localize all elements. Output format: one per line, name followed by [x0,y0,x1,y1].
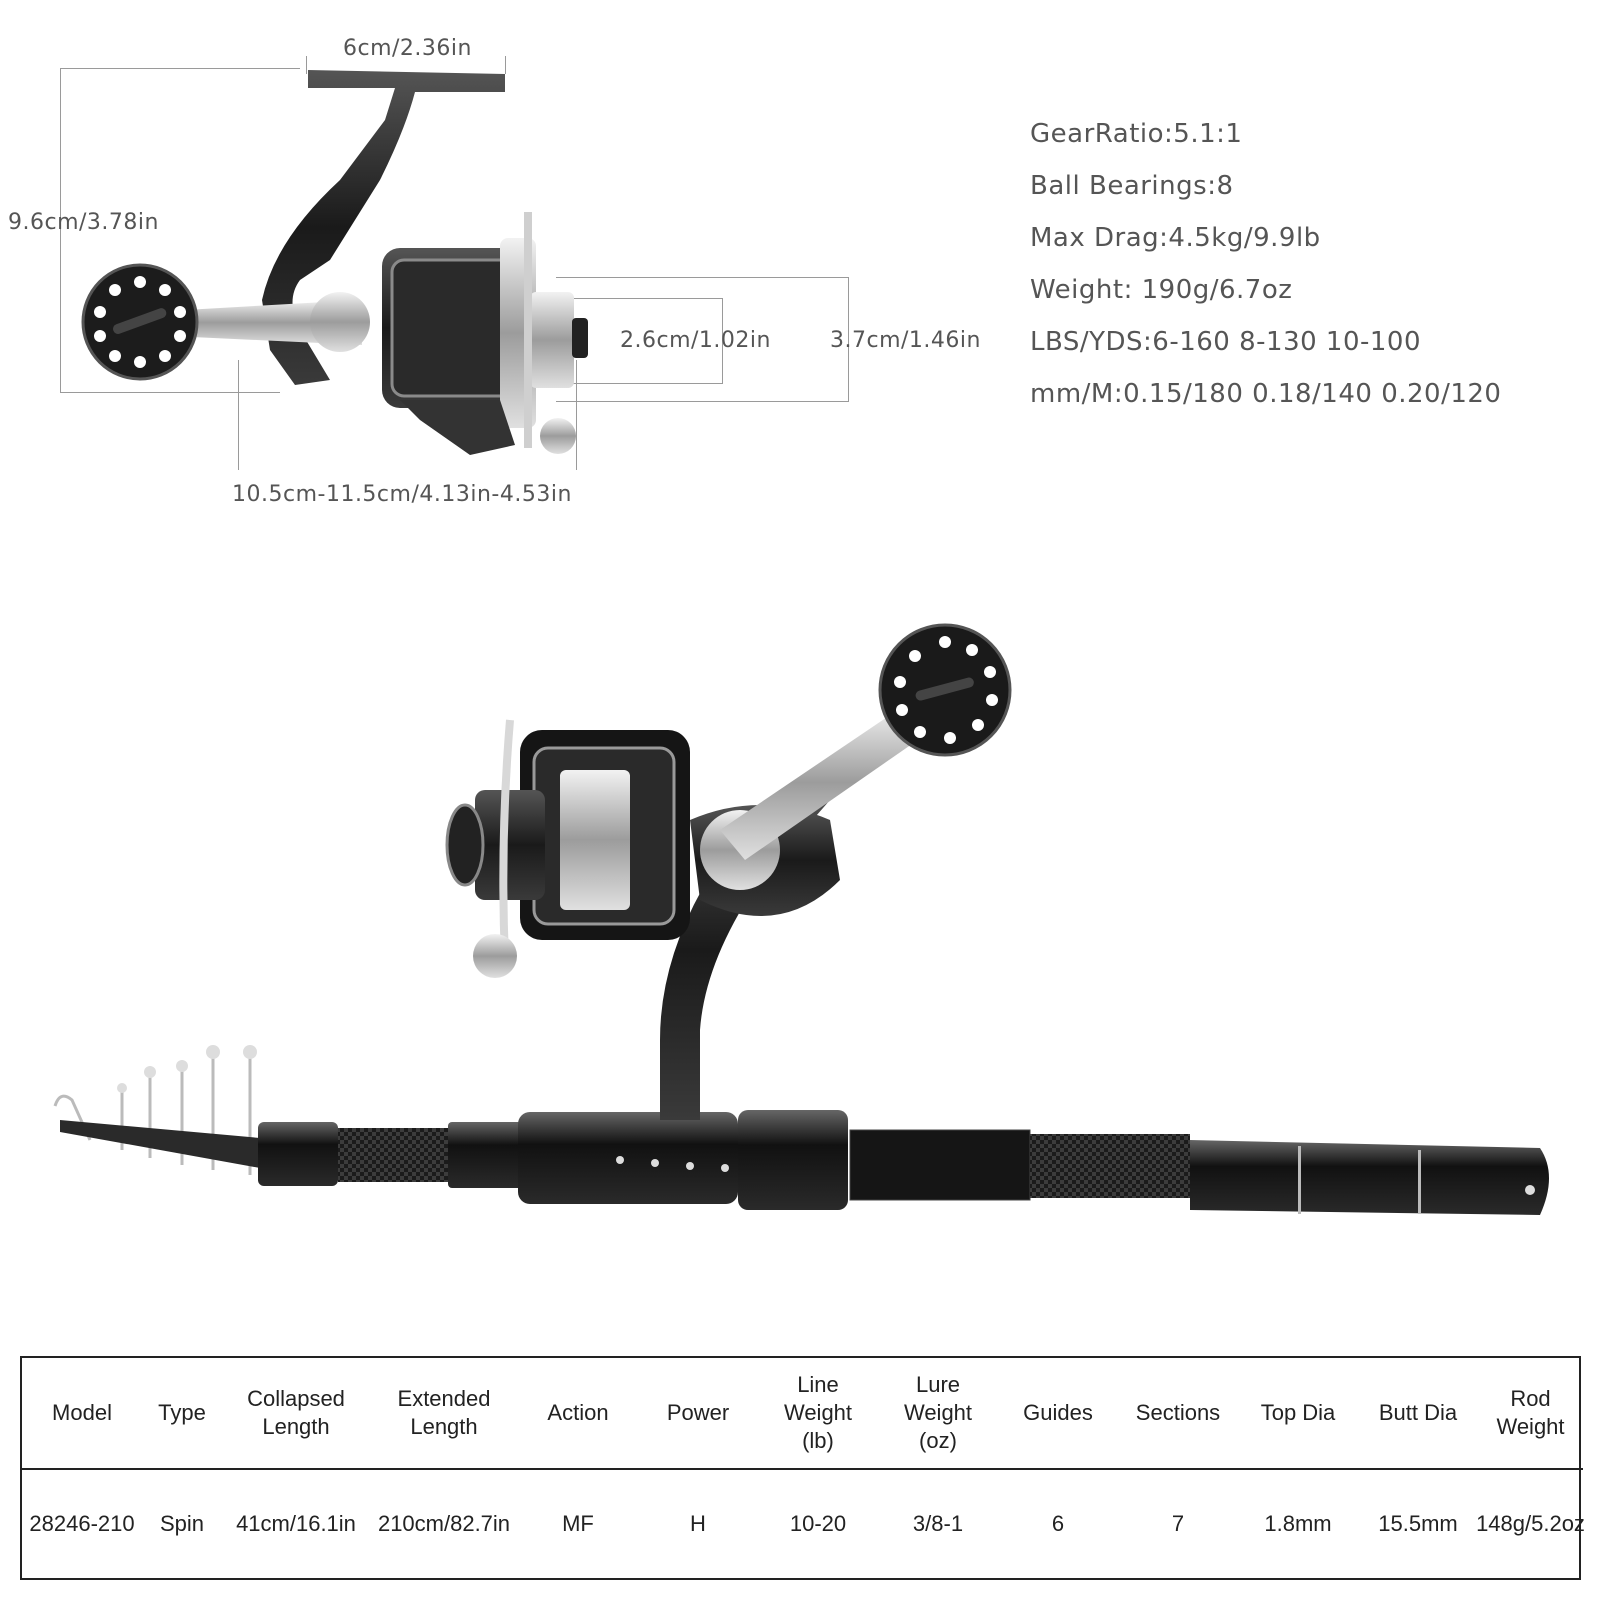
cell-line-weight: 10-20 [789,1511,847,1536]
cell-collapsed-length: 41cm/16.1in [236,1511,356,1536]
dim-line-top-width [306,56,307,74]
dim-label-height: 9.6cm/3.78in [8,210,159,235]
dim-line-spool-depth-v [722,298,723,384]
cell-type: Spin [159,1511,205,1536]
header-guides: Guides [1023,1400,1093,1425]
table-header-row: Model Type Collapsed Length Extended Len… [22,1358,1583,1470]
header-sections: Sections [1135,1400,1221,1425]
cell-lure-weight: 3/8-1 [912,1511,964,1536]
dim-label-spool-depth: 2.6cm/1.02in [620,328,771,353]
cell-power: H [690,1511,706,1536]
cell-action: MF [562,1511,594,1536]
spec-max-drag: Max Drag:4.5kg/9.9lb [1030,223,1321,253]
header-rod-weight: Rod Weight [1496,1386,1565,1439]
dim-line-spool-dia-bottom [556,401,848,402]
table-row: 28246-210 Spin 41cm/16.1in 210cm/82.7in … [22,1470,1585,1578]
header-collapsed-length: Collapsed Length [247,1386,345,1439]
header-extended-length: Extended Length [397,1386,491,1439]
cell-rod-weight: 148g/5.2oz [1476,1511,1585,1536]
header-type: Type [158,1400,206,1425]
cell-top-dia: 1.8mm [1264,1511,1332,1536]
spec-ball-bearings: Ball Bearings:8 [1030,171,1234,201]
product-illustration [53,70,1549,1215]
rod-and-reel [53,623,1549,1215]
cell-extended-length: 210cm/82.7in [377,1511,511,1536]
dim-line-spool-dia-top [556,277,848,278]
reel-specs-list: GearRatio:5.1:1 Ball Bearings:8 Max Drag… [1030,108,1501,420]
dim-label-spool-diameter: 3.7cm/1.46in [830,328,981,353]
cell-guides: 6 [1051,1511,1065,1536]
dim-line-spool-depth-top [566,298,722,299]
header-butt-dia: Butt Dia [1378,1400,1458,1425]
header-top-dia: Top Dia [1260,1400,1336,1425]
dim-line-spool-dia-v [848,277,849,402]
dim-line-bottom-left-h [60,392,280,393]
dim-line-handle-right [576,360,577,470]
spec-gear-ratio: GearRatio:5.1:1 [1030,119,1243,149]
rod-spec-table: Model Type Collapsed Length Extended Len… [20,1356,1585,1580]
header-line-weight: Line Weight (lb) [783,1372,853,1453]
dim-label-handle-length: 10.5cm-11.5cm/4.13in-4.53in [232,482,572,507]
spec-lbs-yds: LBS/YDS:6-160 8-130 10-100 [1030,327,1422,357]
spec-mm-m: mm/M:0.15/180 0.18/140 0.20/120 [1030,379,1502,409]
dim-label-top-width: 6cm/2.36in [343,36,472,61]
header-lure-weight: Lure Weight (oz) [903,1372,973,1453]
header-action: Action [547,1400,609,1425]
cell-sections: 7 [1171,1511,1185,1536]
spec-weight: Weight: 190g/6.7oz [1030,275,1293,305]
cell-model: 28246-210 [29,1511,135,1536]
dim-line-top-left-h [60,68,300,69]
cell-butt-dia: 15.5mm [1378,1511,1458,1536]
dim-line-spool-depth-bottom [566,383,722,384]
header-power: Power [666,1400,730,1425]
reel-side-view [81,70,588,455]
dim-line-handle-left [238,360,239,470]
header-model: Model [52,1400,112,1425]
dim-line-top-width-r [505,56,506,74]
dim-line-left-v [60,68,61,392]
